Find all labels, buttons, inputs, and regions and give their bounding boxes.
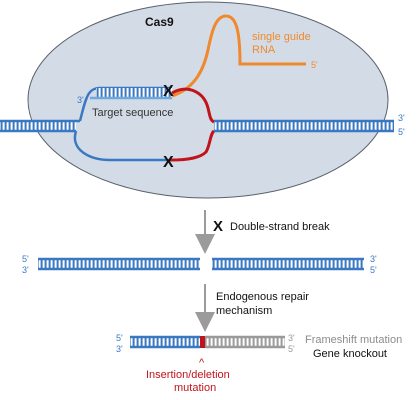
double-strand-break-label: Double-strand break <box>230 221 330 233</box>
frameshift-label: Frameshift mutation <box>305 334 402 346</box>
double-strand-break-x: X <box>213 218 223 235</box>
dsb-left-ladder <box>38 259 200 269</box>
repair-label-line1: Endogenous repair <box>216 291 309 303</box>
indel-marker <box>200 336 205 348</box>
sgrna-strand <box>171 14 306 98</box>
repair-label-line2: mechanism <box>216 305 272 317</box>
pam-bottom-segment <box>169 129 216 162</box>
cas9-protein <box>27 1 389 199</box>
dsb-right-ladder <box>212 259 364 269</box>
target-3prime: 3' <box>77 95 84 105</box>
dsb-right-3prime: 3' <box>370 254 377 264</box>
target-sequence-label: Target sequence <box>92 107 173 119</box>
cut-mark-top: X <box>163 83 174 100</box>
repaired-left-ladder <box>130 337 200 347</box>
indel-label-line2: mutation <box>174 382 216 394</box>
dna-right-ladder <box>214 121 394 131</box>
gene-knockout-label: Gene knockout <box>313 348 387 360</box>
guide-target-ladder <box>96 88 172 98</box>
sgrna-label-line1: single guide <box>252 31 311 43</box>
final-left-3prime: 3' <box>116 344 123 354</box>
indel-caret: ^ <box>199 357 205 369</box>
indel-label-line1: Insertion/deletion <box>146 369 230 381</box>
pam-top-segment <box>171 87 215 124</box>
top-right-3prime: 3' <box>398 113 405 123</box>
top-right-5prime: 5' <box>398 127 405 137</box>
dna-bottom-strand <box>73 130 170 162</box>
cas9-label: Cas9 <box>145 15 174 29</box>
final-right-3prime: 3' <box>288 333 295 343</box>
final-right-5prime: 5' <box>288 344 295 354</box>
final-left-5prime: 5' <box>116 333 123 343</box>
dsb-right-5prime: 5' <box>370 265 377 275</box>
sgrna-label-line2: RNA <box>252 44 276 56</box>
dsb-left-5prime: 5' <box>22 254 29 264</box>
dna-left-ladder <box>0 121 76 131</box>
sgrna-5prime: 5' <box>311 60 318 70</box>
repaired-right-ladder <box>205 337 285 347</box>
cut-mark-bottom: X <box>163 154 174 171</box>
dsb-left-3prime: 3' <box>22 265 29 275</box>
